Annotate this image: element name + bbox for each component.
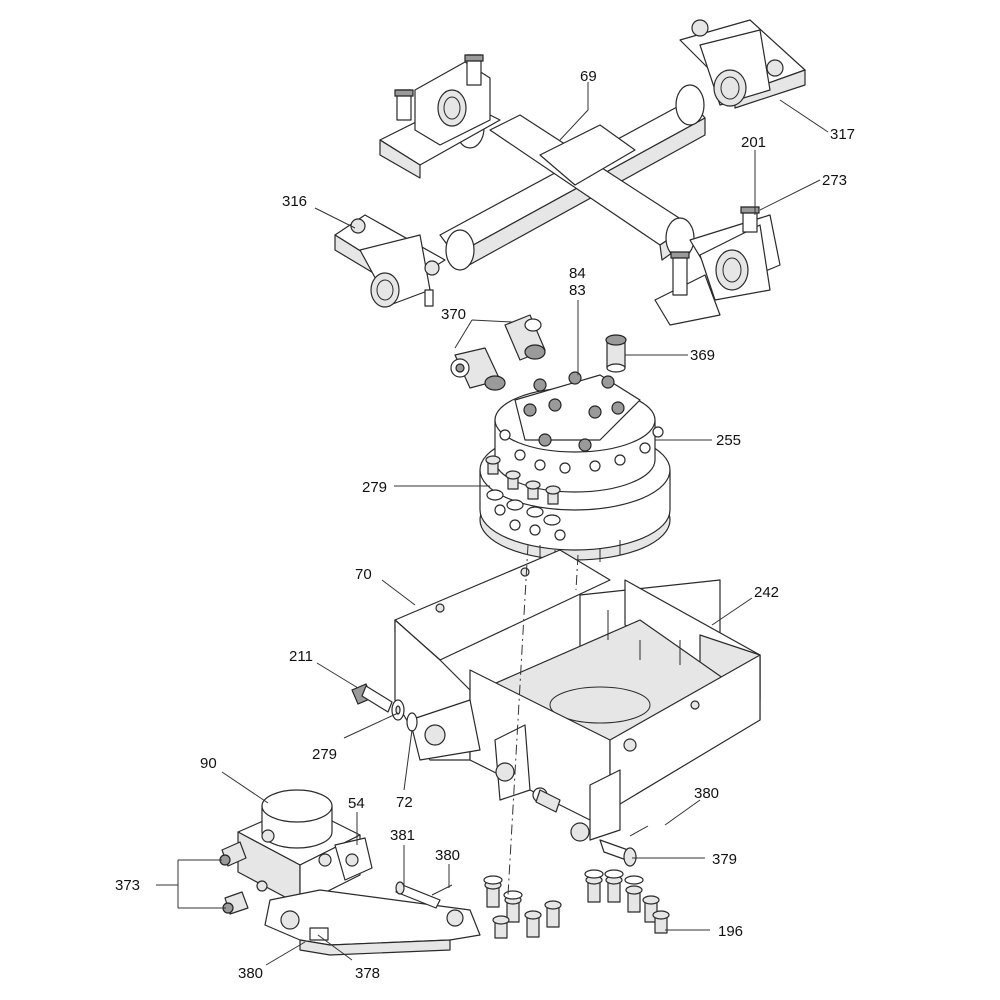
callout-273: 273: [822, 172, 847, 189]
callout-316: 316: [282, 193, 307, 210]
bolts-279-upper: [485, 455, 561, 526]
callout-72: 72: [396, 794, 413, 811]
callout-378: 378: [355, 965, 380, 982]
bolts-group-196: [584, 869, 670, 934]
washer-279-lower: [391, 699, 405, 721]
callout-317: 317: [830, 126, 855, 143]
pillow-block-273: [654, 206, 781, 326]
callout-83: 83: [569, 282, 586, 299]
callout-380-bottom: 380: [238, 965, 263, 982]
callout-380-right: 380: [694, 785, 719, 802]
callout-242: 242: [754, 584, 779, 601]
callouts: 69 317 201 273 316 84 83 370 369 255 279…: [115, 68, 855, 982]
pin-381: [395, 881, 441, 909]
pin-379: [599, 839, 637, 867]
callout-381: 381: [390, 827, 415, 844]
callout-370: 370: [441, 306, 466, 323]
rotary-actuator-255: [479, 371, 671, 568]
elbow-fittings-370: [450, 314, 546, 391]
pillow-block-316: [334, 214, 446, 308]
callout-70: 70: [355, 566, 372, 583]
callout-196: 196: [718, 923, 743, 940]
callout-380-mid: 380: [435, 847, 460, 864]
callout-369: 369: [690, 347, 715, 364]
bolt-211: [351, 683, 393, 713]
callout-201: 201: [741, 134, 766, 151]
lever-54: [334, 837, 373, 881]
cotter-pin-380-right: [629, 825, 649, 837]
callout-54: 54: [348, 795, 365, 812]
callout-279-upper: 279: [362, 479, 387, 496]
bushing-72: [406, 712, 418, 732]
lever-arm-378: [264, 889, 481, 956]
callout-90: 90: [200, 755, 217, 772]
frame-242: [394, 549, 761, 842]
callout-211: 211: [289, 648, 313, 665]
pillow-block-top-right: [679, 19, 806, 109]
callout-255: 255: [716, 432, 741, 449]
fittings-373: [219, 841, 249, 915]
bolts-group-center: [483, 875, 562, 939]
leader-lines: [156, 82, 829, 966]
fitting-369: [605, 334, 627, 373]
assembly-centerline-2: [575, 554, 579, 591]
callout-379: 379: [712, 851, 737, 868]
callout-84: 84: [569, 265, 586, 282]
callout-69: 69: [580, 68, 597, 85]
assembly-centerline: [507, 544, 529, 896]
pillow-block-top-left: [379, 54, 501, 179]
callout-279-lower: 279: [312, 746, 337, 763]
callout-373: 373: [115, 877, 140, 894]
